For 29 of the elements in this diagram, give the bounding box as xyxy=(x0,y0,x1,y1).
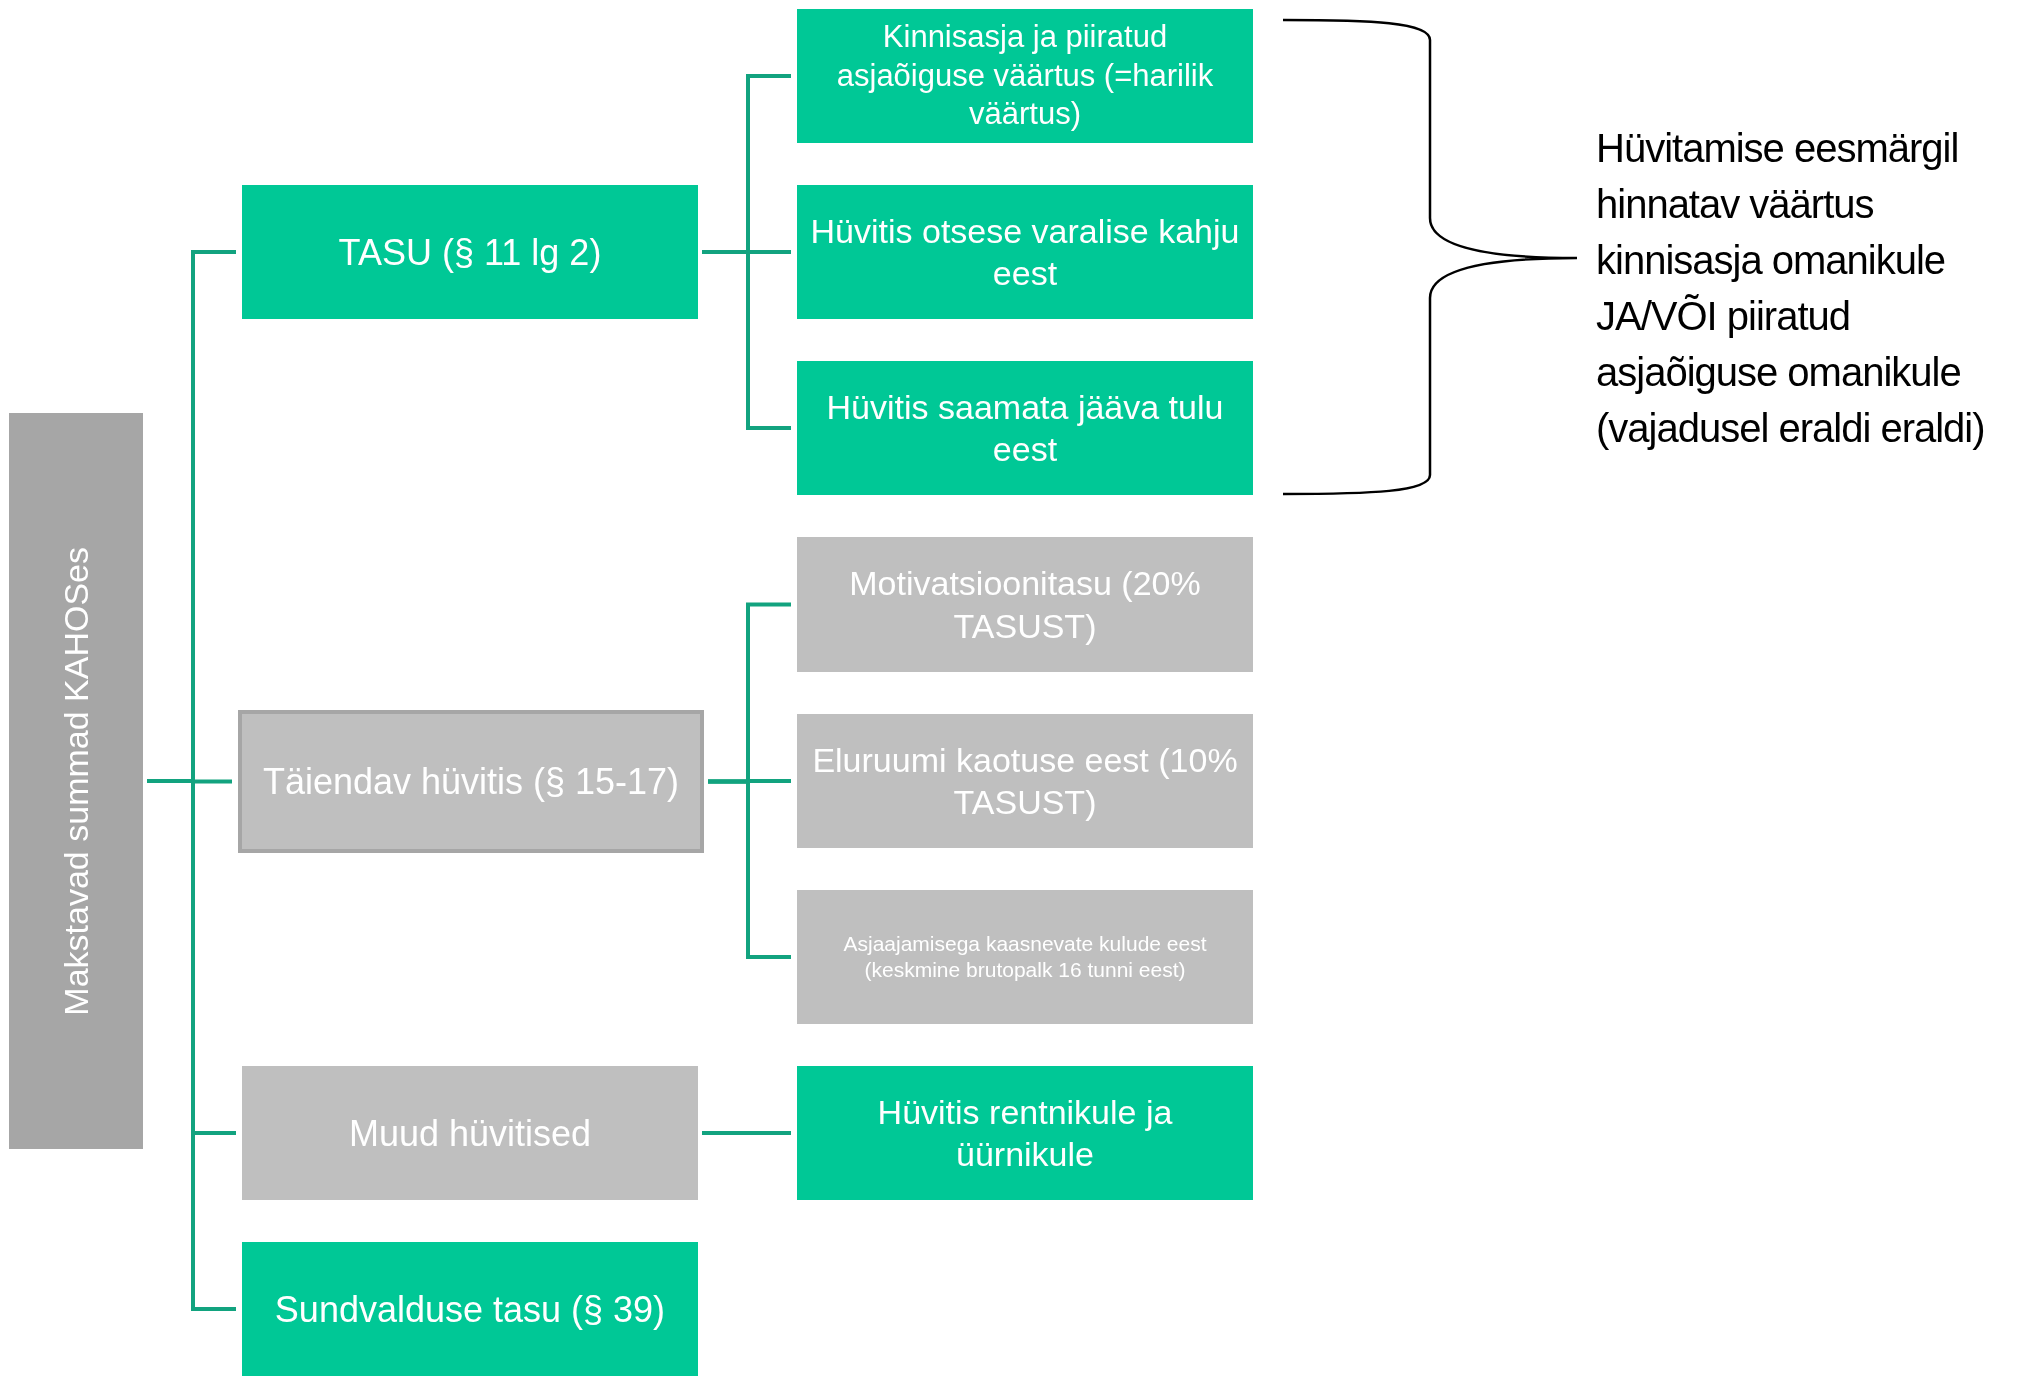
category-box xyxy=(797,185,1253,319)
box-label: Kinnisasja ja piiratud asjaõiguse väärtus (=harilik väärtus) xyxy=(835,17,1215,134)
category-box xyxy=(797,361,1253,495)
box-label: TASU (§ 11 lg 2) xyxy=(338,230,602,275)
bracket-note: Hüvitamise eesmärgil hinnatav väärtus kinnisasja omanikule JA/VÕI piiratud asjaõiguse omanikule (vajadusel eraldi eraldi) xyxy=(1596,125,1986,452)
category-box xyxy=(242,1242,698,1376)
box-label: Motivatsioonitasu (20% TASUST) xyxy=(848,563,1202,647)
category-box xyxy=(238,710,704,853)
category-box xyxy=(242,1066,698,1200)
root-box xyxy=(9,413,143,1149)
category-box xyxy=(797,9,1253,143)
category-box xyxy=(797,537,1253,672)
box-label: Makstavad summad KAHOSes xyxy=(55,546,96,1016)
connector-line xyxy=(147,779,236,1311)
box-label: Sundvalduse tasu (§ 39) xyxy=(274,1287,666,1332)
category-box xyxy=(797,714,1253,848)
connector-line xyxy=(702,250,791,430)
connector-line xyxy=(708,779,791,959)
box-label: Hüvitis otsese varalise kahju eest xyxy=(809,210,1241,294)
box-label: Hüvitis rentnikule ja üürnikule xyxy=(876,1091,1174,1175)
box-label: Asjaajamisega kaasnevate kulude eest (keskmine brutopalk 16 tunni eest) xyxy=(842,930,1208,983)
box-label: Täiendav hüvitis (§ 15-17) xyxy=(262,760,680,804)
box-label: Muud hüvitised xyxy=(348,1111,592,1156)
category-box xyxy=(797,1066,1253,1200)
category-box xyxy=(242,185,698,319)
box-label: Hüvitis saamata jääva tulu eest xyxy=(825,386,1225,470)
connector-line xyxy=(702,1131,791,1135)
category-box xyxy=(797,890,1253,1024)
box-label: Eluruumi kaotuse eest (10% TASUST) xyxy=(811,739,1239,823)
